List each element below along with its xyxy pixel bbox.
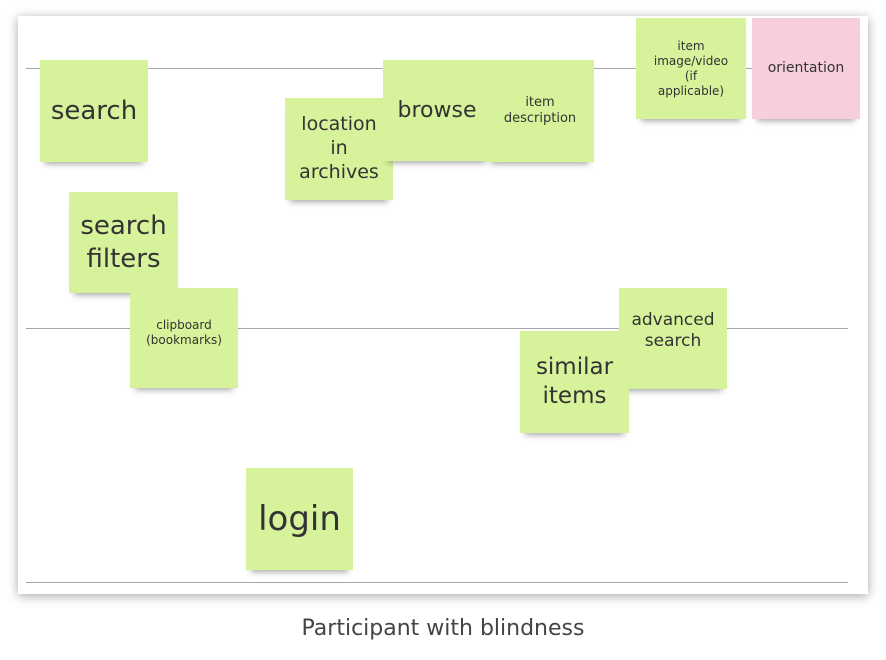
note-clipboard[interactable]: clipboard (bookmarks): [130, 288, 238, 388]
note-orientation[interactable]: orientation: [752, 18, 860, 119]
note-advanced-search[interactable]: advanced search: [619, 288, 727, 389]
note-item-description[interactable]: item description: [486, 60, 594, 162]
divider-line-bottom: [26, 582, 848, 583]
note-location-in-archives[interactable]: location in archives: [285, 98, 393, 200]
note-login[interactable]: login: [246, 468, 353, 570]
note-item-image-video[interactable]: item image/video (if applicable): [636, 18, 746, 119]
note-search-filters[interactable]: search filters: [69, 192, 178, 293]
note-similar-items[interactable]: similar items: [520, 331, 629, 433]
divider-line-middle: [26, 328, 848, 329]
figure-caption: Participant with blindness: [301, 616, 585, 641]
note-browse[interactable]: browse: [383, 60, 491, 161]
note-search[interactable]: search: [40, 60, 148, 162]
